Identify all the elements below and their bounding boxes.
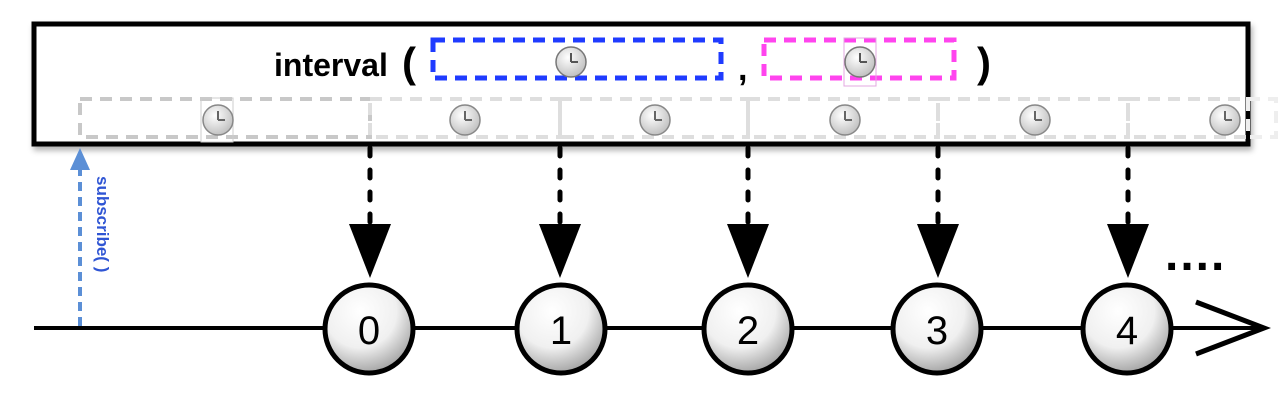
- marble-2: 2: [701, 282, 795, 376]
- initial-delay-box: [430, 37, 724, 81]
- emission-arrow: [727, 145, 769, 278]
- marble-label: 0: [358, 309, 380, 353]
- clock-icon: [843, 37, 877, 87]
- timer-segments: [78, 97, 1278, 139]
- emission-arrow: [1107, 145, 1149, 278]
- subscribe-arrow: [70, 148, 90, 326]
- marble-label: 1: [550, 309, 572, 353]
- marble-label: 4: [1116, 309, 1138, 353]
- emission-arrow: [539, 145, 581, 278]
- operator-name: interval: [274, 47, 388, 83]
- marble-3: 3: [890, 282, 984, 376]
- clock-icon: [1209, 104, 1241, 136]
- operator-comma: ,: [738, 50, 747, 88]
- marble-4: 4: [1080, 282, 1174, 376]
- subscribe-label: subscribe( ): [93, 176, 112, 272]
- clock-icon: [555, 46, 587, 78]
- operator-close-paren: ): [977, 39, 991, 86]
- continuation-dots: ....: [1165, 228, 1226, 281]
- clock-icon: [200, 97, 234, 143]
- period-box: [761, 37, 957, 81]
- marble-label: 3: [926, 309, 948, 353]
- marble-1: 1: [514, 282, 608, 376]
- marble-label: 2: [737, 309, 759, 353]
- marble-0: 0: [322, 282, 416, 376]
- clock-icon: [1019, 104, 1051, 136]
- emission-arrow: [349, 145, 391, 278]
- emission-arrow: [917, 145, 959, 278]
- clock-icon: [449, 104, 481, 136]
- output-timeline: [34, 299, 1272, 357]
- clock-icon: [829, 104, 861, 136]
- clock-icon: [639, 104, 671, 136]
- operator-open-paren: (: [402, 39, 416, 86]
